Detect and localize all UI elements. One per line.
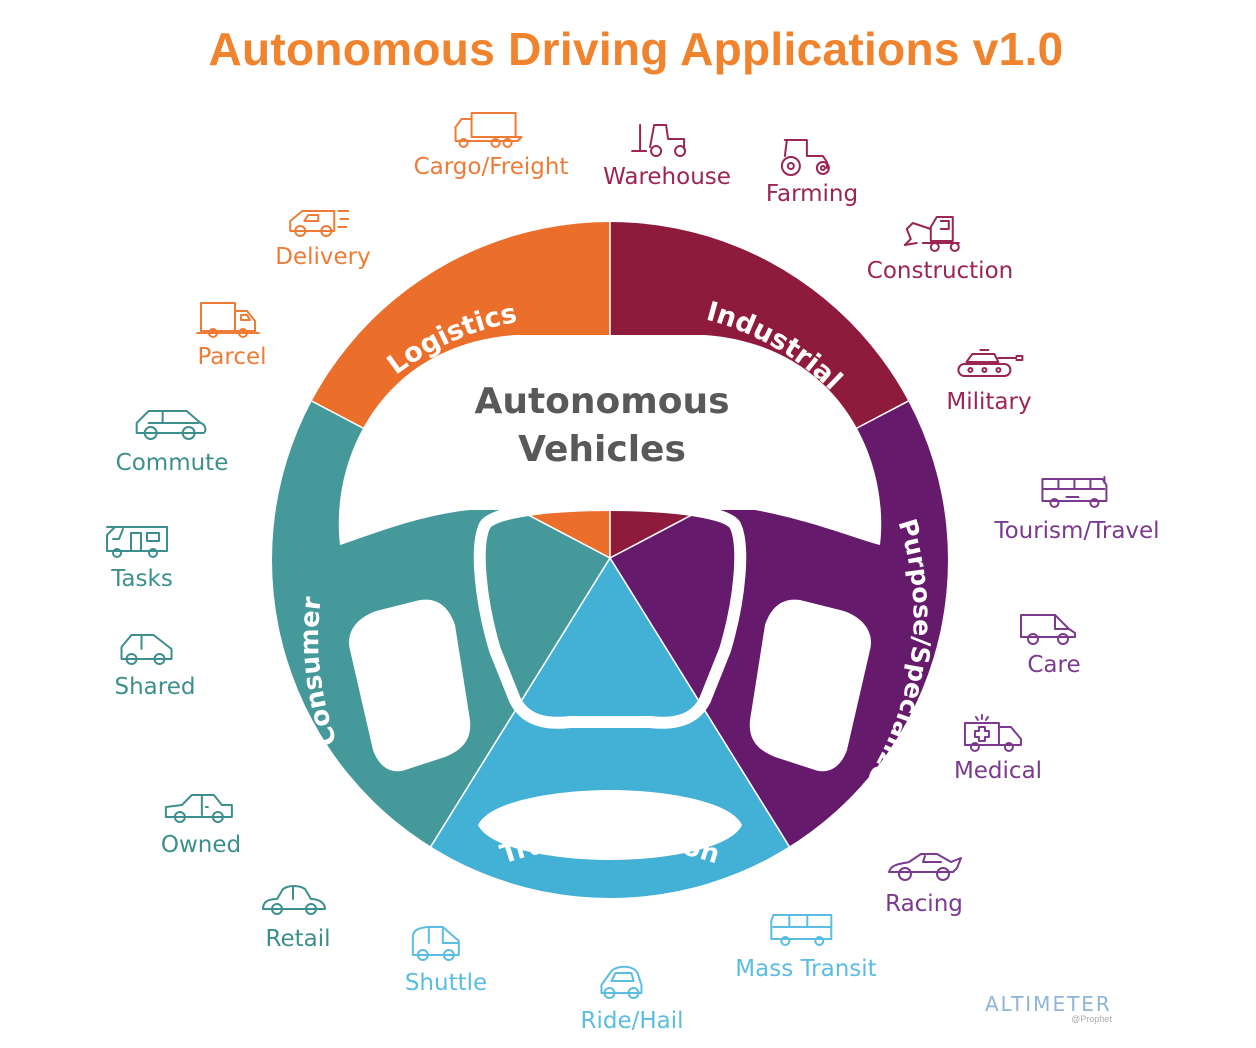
application-label: Military [946,389,1032,415]
center-label-line-1: Autonomous [474,381,729,422]
application-commute: Commute [115,404,229,476]
wheel-cutouts [338,335,882,860]
application-warehouse: Warehouse [603,118,731,190]
cargo-truck-icon [455,112,523,148]
parcel-truck-icon [196,302,260,338]
application-label: Parcel [197,344,267,370]
shuttle-icon [412,926,460,961]
logo-sub: @Prophet [1071,1014,1112,1024]
application-label: Cargo/Freight [413,154,569,180]
compact-car-icon [599,965,642,999]
application-shared: Shared [114,628,196,700]
application-label: Owned [160,832,242,858]
ambulance-icon [964,714,1022,752]
application-parcel: Parcel [193,298,271,370]
application-care: Care [1015,606,1093,678]
van-icon [1020,614,1076,645]
application-tasks: Tasks [103,520,181,592]
application-tourism-travel: Tourism/Travel [994,472,1160,544]
application-farming: Farming [766,135,858,207]
logo-name: ALTIMETER [985,992,1112,1016]
wheel-segment-transportation [396,556,824,898]
application-medical: Medical [954,712,1042,784]
hub-outline [473,498,747,729]
application-label: Shuttle [404,970,488,996]
application-label: Mass Transit [735,956,877,982]
delivery-van-icon [288,210,349,237]
application-label: Construction [866,258,1014,284]
hatchback-icon [120,634,173,665]
tractor-icon [781,139,830,176]
camper-van-icon [106,526,168,558]
application-delivery: Delivery [275,198,371,270]
application-label: Medical [953,758,1043,784]
application-label: Tourism/Travel [994,518,1160,544]
application-racing: Racing [885,845,963,917]
application-label: Retail [265,926,331,952]
application-label: Racing [885,891,963,917]
application-owned: Owned [161,786,241,858]
application-retail: Retail [259,880,337,952]
application-label: Warehouse [603,164,731,190]
upper-opening [338,335,882,545]
application-label: Ride/Hail [580,1008,684,1034]
coupe-icon [262,885,326,915]
application-label: Shared [114,674,196,700]
page-title: Autonomous Driving Applications v1.0 [208,23,1064,75]
left-spoke-hole [349,599,471,772]
application-label: Tasks [111,566,173,592]
forklift-icon [630,124,686,157]
wagon-icon [136,410,207,440]
bus-icon [770,914,832,946]
application-military: Military [946,343,1032,415]
application-mass-transit: Mass Transit [735,910,877,982]
application-construction: Construction [867,212,1013,284]
application-ride-hail: Ride/Hail [580,962,684,1034]
application-label: Commute [115,450,229,476]
tank-icon [956,349,1023,377]
right-spoke-hole [749,599,871,772]
excavator-icon [903,216,960,252]
application-shuttle: Shuttle [405,924,487,996]
application-label: Farming [765,181,859,207]
application-label: Care [1027,652,1081,678]
altimeter-logo: ALTIMETER @Prophet [985,992,1112,1024]
sedan-icon [165,794,233,823]
application-label: Delivery [275,244,371,270]
lower-opening [478,790,742,860]
center-label-line-2: Vehicles [518,429,686,470]
coach-bus-icon [1041,476,1107,508]
application-cargo-freight: Cargo/Freight [413,108,569,180]
race-car-icon [888,853,962,881]
